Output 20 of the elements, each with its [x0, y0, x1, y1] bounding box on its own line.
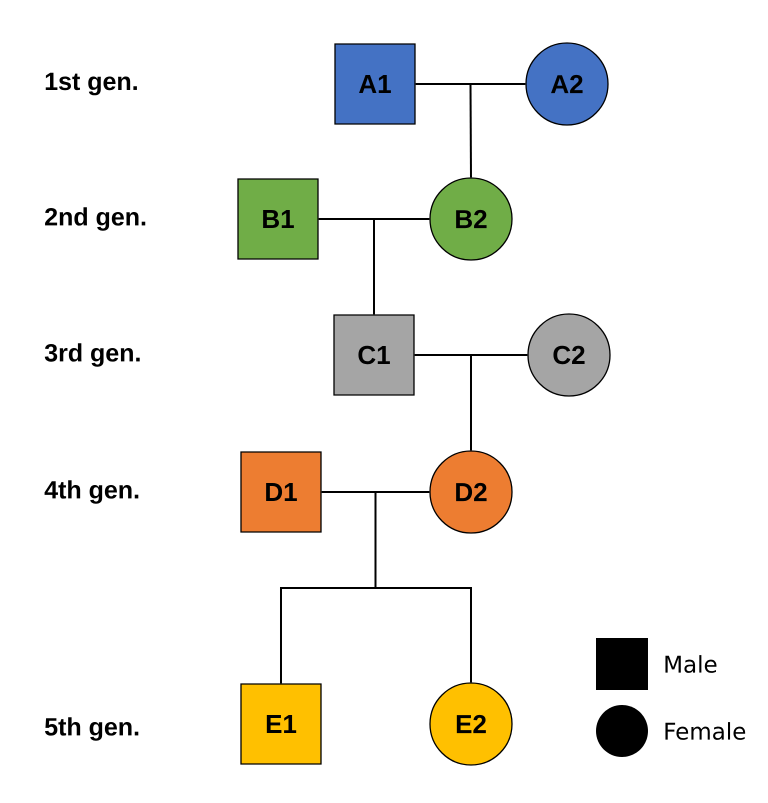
male-square: B1: [237, 178, 319, 260]
couple-line: [318, 218, 430, 220]
generation-label: 4th gen.: [44, 480, 138, 504]
descent-line: [470, 84, 472, 178]
couple-line: [416, 83, 526, 85]
generation-label: 3rd gen.: [44, 343, 140, 367]
legend-label: Male: [665, 655, 716, 673]
couple-line: [322, 491, 430, 493]
legend-label: Female: [665, 722, 746, 740]
male-square: E1: [240, 683, 322, 765]
generation-label: 1st gen.: [46, 72, 137, 96]
generation-label: 2nd gen.: [45, 207, 146, 231]
descent-line: [280, 491, 472, 684]
descent-line: [373, 219, 375, 314]
descent-line: [470, 355, 472, 450]
male-square: D1: [240, 451, 322, 533]
male-square: A1: [334, 43, 416, 125]
couple-line: [414, 354, 528, 356]
male-square: C1: [333, 314, 415, 396]
generation-label: 5th gen.: [44, 717, 138, 741]
